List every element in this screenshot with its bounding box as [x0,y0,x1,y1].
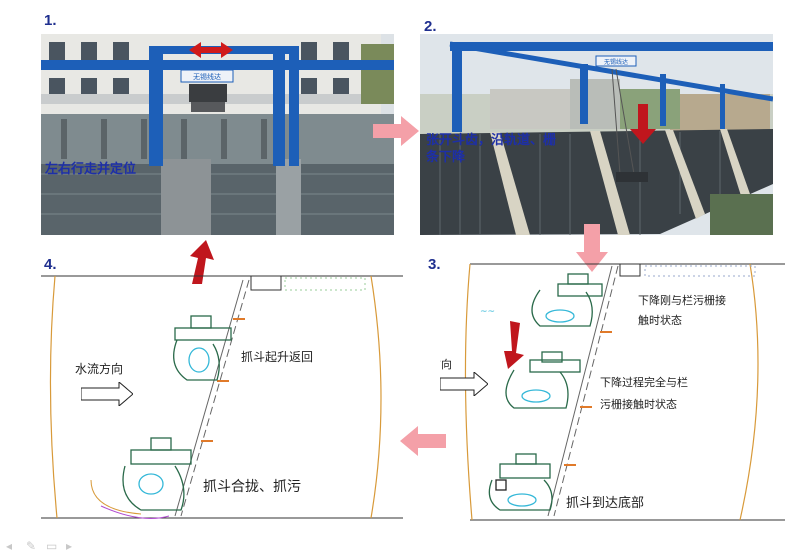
double-arrow-icon [189,42,233,58]
arrow-left-icon [400,426,446,456]
photo-panel-2: 无锡线达 张开斗齿，沿轨道、栅 条下降 [420,34,773,235]
state2-label-line2: 污栅接触时状态 [600,398,677,411]
step-number-4: 4. [44,256,57,273]
red-arrow-icon [504,321,524,369]
state1-label-line2: 触时状态 [638,314,682,327]
slide-nav: ◂ ✎ ▭ ▸ [6,540,80,552]
flow-arrow-icon [81,382,133,406]
photo-2-caption-line2: 条下降 [426,150,466,165]
photo-2-caption-line1: 张开斗齿，沿轨道、栅 [426,133,557,148]
diagram-panel-4: 水流方向 抓斗起升返回 抓斗合拢、抓污 [41,270,403,522]
photo-panel-1: 无锡线达 左右行走并定位 [41,34,394,235]
step-number-2: 2. [424,18,437,35]
photo-2-illustration: 无锡线达 [420,34,773,235]
menu-icon[interactable]: ▭ [46,539,58,553]
arrow-right-icon [373,116,419,146]
red-arrow-icon [630,104,656,144]
trolley-sign-2: 无锡线达 [604,58,628,66]
state1-label-line1: 下降刚与栏污栅接 [638,294,726,307]
next-icon[interactable]: ▸ [66,539,73,553]
lift-label: 抓斗起升返回 [241,350,314,364]
pen-icon[interactable]: ✎ [26,539,37,553]
diagram-3-drawing: ~~ [464,263,785,521]
flow-direction-label-4: 水流方向 [75,362,124,376]
prev-icon[interactable]: ◂ [6,539,13,553]
state2-label-line1: 下降过程完全与栏 [600,376,688,389]
photo-1-caption: 左右行走并定位 [45,162,137,177]
arrow-down-icon [576,224,608,272]
step-number-1: 1. [44,12,57,29]
flow-direction-label-3: 水流方向 [440,358,452,371]
flow-arrow-icon [440,372,488,396]
diagram-panel-3: ~~ 水流方向 下降刚与栏污栅接 触时状态 下降过程完全与栏 污栅接触时状态 抓… [440,256,785,526]
arrow-up-icon [190,240,214,284]
step-number-3: 3. [428,256,441,273]
trolley-sign-1: 无锡线达 [193,72,221,81]
diagram-4-drawing [41,275,403,519]
svg-text:~~: ~~ [480,307,495,317]
photo-1-illustration: 无锡线达 [41,34,394,235]
grab-label: 抓斗合拢、抓污 [203,479,301,495]
state3-label: 抓斗到达底部 [566,496,645,511]
